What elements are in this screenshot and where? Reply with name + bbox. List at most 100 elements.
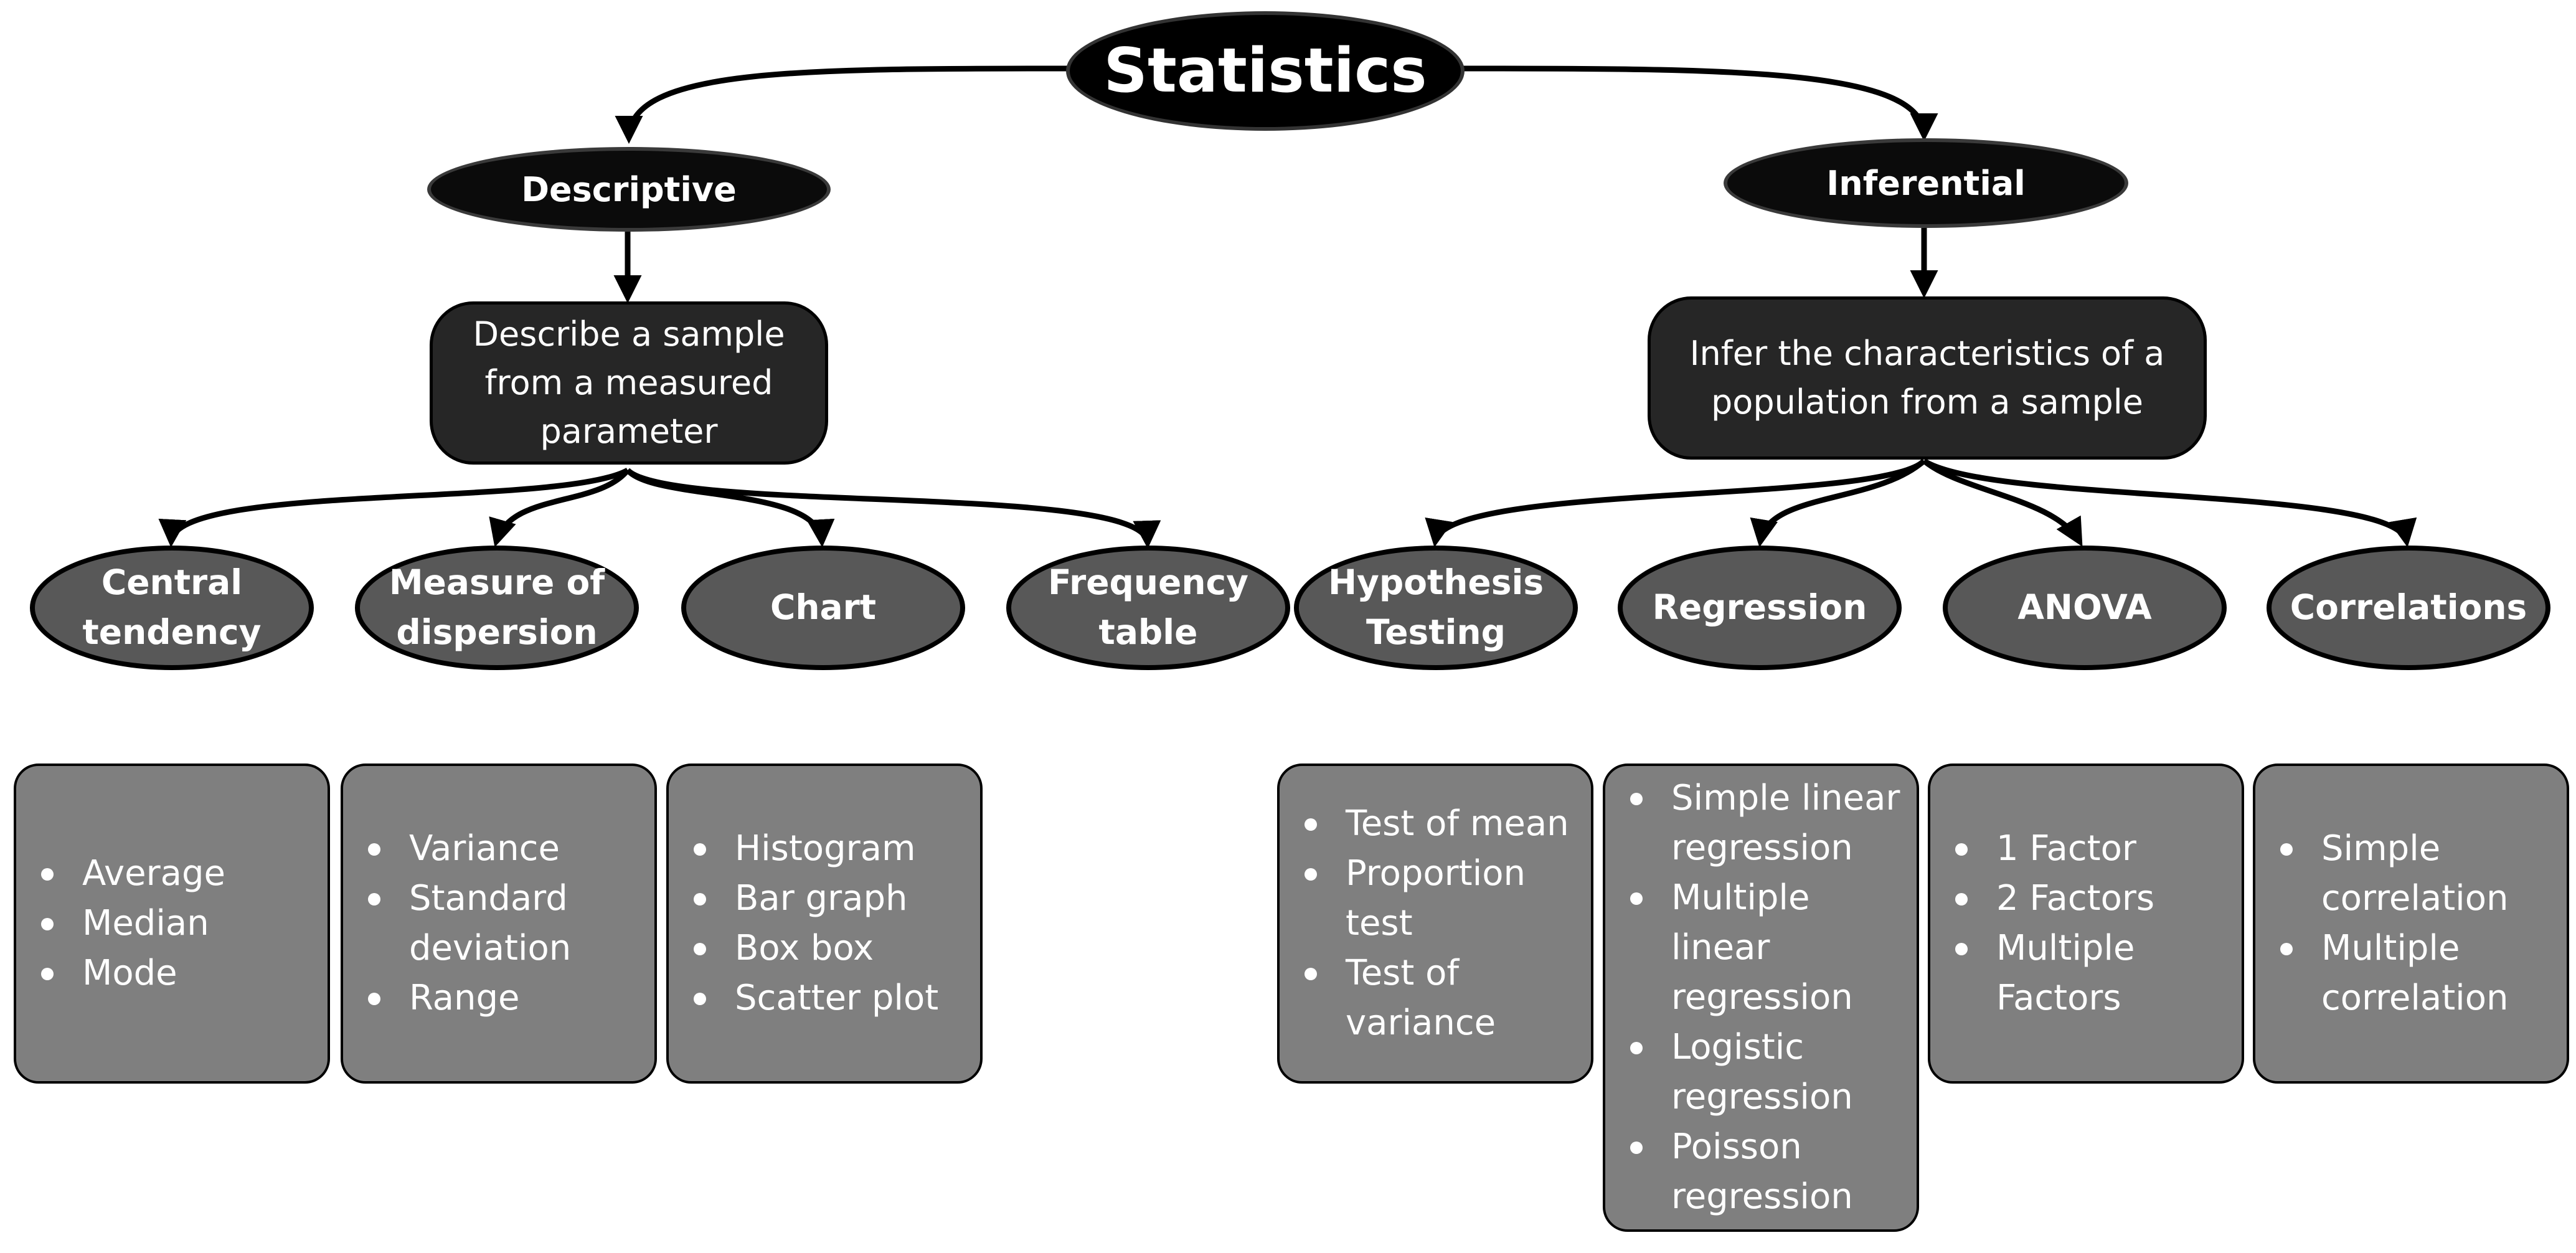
list-item-line: Simple linear (1671, 778, 1900, 818)
list-item: Box box (682, 924, 966, 973)
inferential-description-line: population from a sample (1711, 382, 2143, 422)
category-label: ANOVA (2017, 587, 2152, 628)
list-item: Simple correlation (2269, 824, 2553, 924)
arrow-inf-to-regression (1750, 458, 1926, 547)
list-item-line: Range (409, 978, 520, 1018)
category-anova: ANOVA (1943, 546, 2227, 670)
statistics-label: Statistics (1103, 35, 1427, 106)
list-item-line: regression (1671, 1176, 1853, 1217)
list-item: Scatter plot (682, 973, 966, 1023)
category-label: table (1098, 612, 1198, 652)
descriptive-description-line: from a measured (484, 362, 773, 402)
category-frequency-table: Frequency table (1006, 546, 1290, 670)
inferential-description-box: Infer the characteristics of a population… (1648, 296, 2207, 460)
list-item-line: regression (1671, 1077, 1853, 1117)
category-label: Testing (1366, 612, 1506, 652)
category-chart: Chart (681, 546, 965, 670)
list-item: Multiple correlation (2269, 924, 2553, 1023)
list-item-line: deviation (409, 928, 572, 968)
category-label: dispersion (396, 612, 598, 652)
list-item: Histogram (682, 824, 966, 874)
list-item-line: linear (1671, 927, 1770, 968)
list-item-line: variance (1346, 1003, 1496, 1043)
list-item-line: correlation (2321, 878, 2509, 919)
descriptive-label: Descriptive (521, 169, 737, 209)
list-item: Multiple linear regression (1619, 873, 1903, 1023)
list-item-line: Box box (735, 928, 874, 968)
arrow-inf-to-correlations (1922, 458, 2417, 547)
descriptive-description-line: Describe a sample (473, 314, 785, 354)
list-item-line: Multiple (1996, 928, 2135, 968)
list-item-line: Test of (1346, 953, 1460, 993)
inferential-label: Inferential (1826, 163, 2026, 203)
list-item: Mode (30, 948, 314, 998)
list-item-line: regression (1671, 828, 1853, 868)
list-item-line: Histogram (735, 828, 916, 869)
list-item-line: Scatter plot (735, 978, 939, 1018)
category-label: Regression (1652, 587, 1867, 628)
list-item-line: Factors (1996, 978, 2121, 1018)
list-item-line: Poisson (1671, 1127, 1802, 1167)
category-label: Measure of (389, 562, 605, 603)
list-item: Average (30, 849, 314, 899)
list-item: Proportion test (1293, 849, 1577, 948)
list-item: 2 Factors (1944, 874, 2228, 924)
category-label: Chart (770, 587, 877, 628)
arrow-desc-to-central-tendency (158, 468, 630, 547)
list-item-line: Logistic (1671, 1027, 1805, 1067)
list-item-line: Variance (409, 828, 560, 869)
list-item: Test of variance (1293, 948, 1577, 1048)
list-item-line: Test of mean (1346, 803, 1569, 844)
category-label: Hypothesis (1328, 562, 1544, 603)
inferential-node: Inferential (1724, 138, 2128, 228)
arrow-statistics-to-inferential (1460, 65, 1938, 141)
arrow-desc-to-measure-of-dispersion (489, 468, 630, 547)
list-item-line: 1 Factor (1996, 828, 2136, 869)
category-label: Central (101, 562, 243, 603)
list-item-line: Simple (2321, 828, 2441, 869)
list-item-line: Median (82, 903, 209, 943)
list-item-line: Bar graph (735, 878, 908, 919)
category-regression: Regression (1618, 546, 1902, 670)
list-item: Poisson regression (1619, 1122, 1903, 1222)
arrow-inf-to-anova (1922, 458, 2083, 547)
list-item-line: Multiple (1671, 877, 1810, 918)
list-item: Logistic regression (1619, 1023, 1903, 1122)
arrow-statistics-to-descriptive (615, 65, 1072, 144)
descriptive-description-box: Describe a sample from a measured paramete… (430, 301, 828, 465)
list-item-line: Proportion (1346, 853, 1526, 894)
arrow-inf-to-hypothesis-testing (1425, 458, 1927, 547)
list-item: 1 Factor (1944, 824, 2228, 874)
category-label: Frequency (1048, 562, 1248, 603)
list-item-line: 2 Factors (1996, 878, 2155, 919)
category-measure-of-dispersion: Measure of dispersion (355, 546, 639, 670)
list-item-line: test (1346, 903, 1413, 943)
list-item-line: Standard (409, 878, 568, 919)
inferential-description-line: Infer the characteristics of a (1689, 333, 2165, 373)
list-item: Range (357, 973, 641, 1023)
list-item-line: regression (1671, 977, 1853, 1018)
list-item-line: Multiple (2321, 928, 2460, 968)
descriptive-description-line: parameter (540, 412, 718, 452)
descriptive-node: Descriptive (427, 147, 831, 232)
list-item-line: correlation (2321, 978, 2509, 1018)
list-item: Simple linear regression (1619, 773, 1903, 873)
list-item: Standard deviation (357, 874, 641, 973)
list-item-line: Average (82, 853, 225, 894)
